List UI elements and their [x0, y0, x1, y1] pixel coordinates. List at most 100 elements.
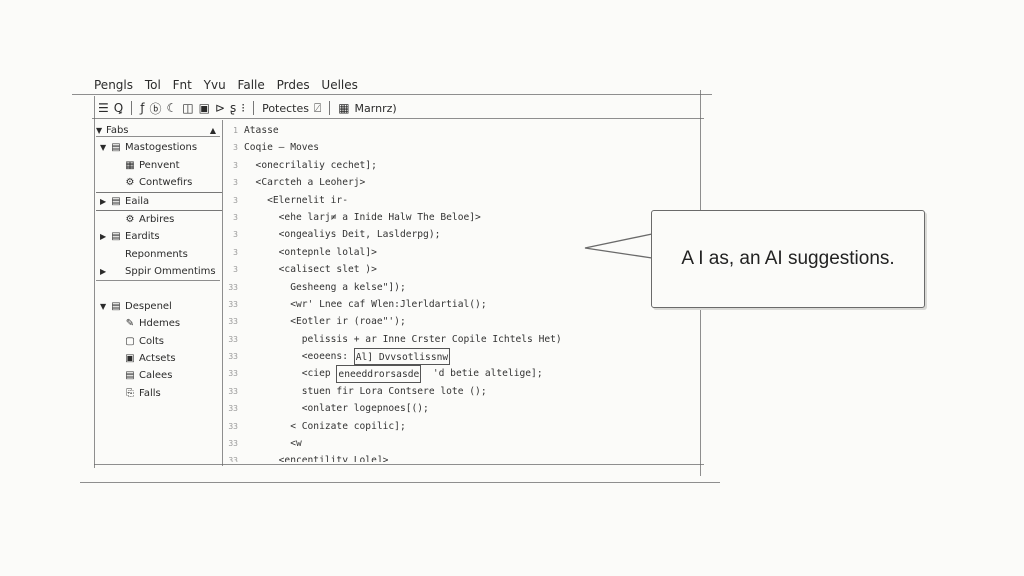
chevron-right-icon[interactable]: ▶	[100, 267, 107, 277]
code-text: <ehe larj≠ a Inide Halw The Beloe]>	[244, 211, 481, 223]
code-line[interactable]: 3 <Elernelit ir-	[226, 192, 696, 209]
chevron-right-icon[interactable]: ▶	[100, 196, 107, 206]
code-line[interactable]: 3 <Carcteh a Leoherj>	[226, 174, 696, 191]
code-text: Atasse	[244, 125, 279, 136]
toolbar-label-1[interactable]: Potectes	[262, 101, 309, 115]
sidebar-item[interactable]: ✎Hdemes	[96, 315, 222, 332]
ai-highlight[interactable]: Al] Dvvsotlissnw	[353, 348, 451, 366]
code-line[interactable]: 33 <onlater logepnoes[();	[226, 400, 696, 417]
line-number: 33	[228, 386, 238, 396]
chevron-down-icon[interactable]: ▼	[100, 301, 107, 311]
sidebar-item[interactable]: ▶▤Eardits	[96, 228, 222, 245]
search-icon[interactable]: Ꝗ	[113, 101, 124, 115]
code-line[interactable]: 33 stuen fir Lora Contsere lote ();	[226, 383, 696, 400]
code-line[interactable]: 33 <encentility Lole]>	[226, 452, 696, 462]
sidebar-item-label: Mastogestions	[125, 142, 198, 154]
code-line[interactable]: 3 <calisect slet )>	[226, 261, 696, 278]
menu-item[interactable]: Tol	[144, 78, 161, 92]
line-number: 33	[228, 369, 238, 379]
line-number: 3	[233, 230, 238, 240]
code-line[interactable]: 33 pelissis + ar Inne Crster Copile Icht…	[226, 331, 696, 348]
code-text: <onecrilaliy cechet];	[244, 159, 377, 171]
file-icon: ▤	[111, 195, 121, 207]
code-text: <encentility Lole]>	[244, 455, 389, 462]
ai-highlight[interactable]: eneeddrorsasde	[336, 365, 422, 383]
function-icon[interactable]: ƒ	[140, 101, 145, 115]
debug-icon[interactable]: ʂ	[229, 101, 237, 115]
line-number: 33	[228, 439, 238, 449]
sidebar-item[interactable]: ▶Sppir Ommentims	[96, 263, 222, 280]
code-line[interactable]: 33 <ciep eneeddrorsasde 'd betie altelig…	[226, 365, 696, 383]
frame-line-sidebar-right	[222, 120, 223, 466]
sidebar-item-label: Falls	[139, 387, 161, 399]
sidebar-item[interactable]: ▶ ▤ Eaila	[96, 191, 222, 211]
code-line[interactable]: 33 Gesheeng a kelse"]);	[226, 279, 696, 296]
chevron-right-icon[interactable]: ▶	[100, 232, 107, 242]
menu-item[interactable]: Falle	[237, 78, 265, 92]
sidebar-item[interactable]: ▤Calees	[96, 367, 222, 384]
sidebar-item[interactable]: ▢Colts	[96, 333, 222, 350]
line-number: 3	[233, 247, 238, 257]
code-line[interactable]: 3 <onecrilaliy cechet];	[226, 157, 696, 174]
sidebar-item[interactable]: ▣Actsets	[96, 350, 222, 367]
code-text: <Elernelit ir-	[244, 194, 348, 206]
edit-icon[interactable]: ⍁	[314, 100, 322, 115]
sidebar-item[interactable]: ⎘Falls	[96, 385, 222, 402]
file-tree: ▼▤Mastogestions▦Penvent⚙Contwefirs▶▤Eail…	[96, 139, 222, 402]
file-icon: ▣	[125, 353, 135, 365]
chevron-down-icon[interactable]: ▼	[100, 143, 107, 153]
sidebar-item[interactable]: ▼▤Despenel	[96, 298, 222, 315]
code-line[interactable]: 33 <eoeens: Al] Dvvsotlissnw	[226, 348, 696, 366]
menu-bar: Pengls Tol Fnt Yvu Falle Prdes Uelles	[94, 78, 366, 92]
line-number: 3	[233, 195, 238, 205]
grid-icon[interactable]: ▦	[338, 101, 350, 115]
code-text: <w	[244, 438, 302, 450]
menu-item[interactable]: Fnt	[172, 78, 192, 92]
sidebar-item[interactable]: ▼▤Mastogestions	[96, 139, 222, 156]
menu-item[interactable]: Pengls	[94, 78, 133, 92]
more-icon[interactable]: ⁝	[241, 101, 246, 115]
collapse-icon[interactable]: ▲	[209, 126, 216, 135]
code-line[interactable]: 33 <wr' Lnee caf Wlen:Jlerldartial();	[226, 296, 696, 313]
code-line[interactable]: 3 <ontepnle lolal]>	[226, 244, 696, 261]
file-icon: ▤	[111, 231, 121, 243]
sidebar-item-label: Penvent	[139, 159, 180, 171]
code-text: <calisect slet )>	[244, 264, 377, 276]
file-icon: ▤	[125, 370, 135, 382]
code-line[interactable]: 33 <w	[226, 435, 696, 452]
code-text: <ongealiys Deit, Laslderpg);	[244, 229, 441, 241]
sidebar-item[interactable]: ⚙Arbires	[96, 211, 222, 228]
sidebar-item[interactable]	[96, 281, 222, 298]
toolbar-divider	[253, 101, 255, 115]
back-icon[interactable]: ☾	[166, 101, 178, 115]
line-number: 33	[228, 299, 238, 309]
code-line[interactable]: 3 <ongealiys Deit, Laslderpg);	[226, 226, 696, 243]
code-line[interactable]: 33 < Conizate copilic];	[226, 418, 696, 435]
menu-item[interactable]: Yvu	[203, 78, 226, 92]
line-number: 33	[228, 404, 238, 414]
toolbar-divider	[131, 101, 133, 115]
save-icon[interactable]: ▣	[198, 101, 210, 115]
panel-icon[interactable]: ◫	[182, 101, 194, 115]
menu-item[interactable]: Prdes	[276, 78, 310, 92]
code-line[interactable]: 33 <Eotler ir (roae"');	[226, 313, 696, 330]
sidebar-item-label: Eaila	[125, 195, 150, 207]
menu-item[interactable]: Uelles	[321, 78, 358, 92]
toolbar: ☰ Ꝗ ƒ ⓑ ☾ ◫ ▣ ⊳ ʂ ⁝ Potectes ⍁ ▦ Marnrz)	[98, 100, 397, 116]
toolbar-label-2[interactable]: Marnrz)	[354, 101, 397, 115]
hamburger-icon[interactable]: ☰	[98, 101, 109, 115]
code-text: Coqie — Moves	[244, 142, 320, 154]
run-icon[interactable]: ⊳	[214, 101, 225, 115]
chevron-down-icon[interactable]: ▼	[96, 126, 103, 135]
sidebar-item[interactable]: Reponments	[96, 246, 222, 263]
sidebar-item-label: Contwefirs	[139, 177, 193, 189]
sidebar-item[interactable]: ▦Penvent	[96, 157, 222, 174]
sidebar-item[interactable]: ⚙ Contwefirs	[96, 174, 222, 191]
badge-icon[interactable]: ⓑ	[149, 101, 162, 116]
ai-suggestion-bubble: A I as, an AI suggestions.	[651, 210, 925, 308]
file-icon: ⚙	[125, 177, 135, 189]
code-line[interactable]: 3 <ehe larj≠ a Inide Halw The Beloe]>	[226, 209, 696, 226]
